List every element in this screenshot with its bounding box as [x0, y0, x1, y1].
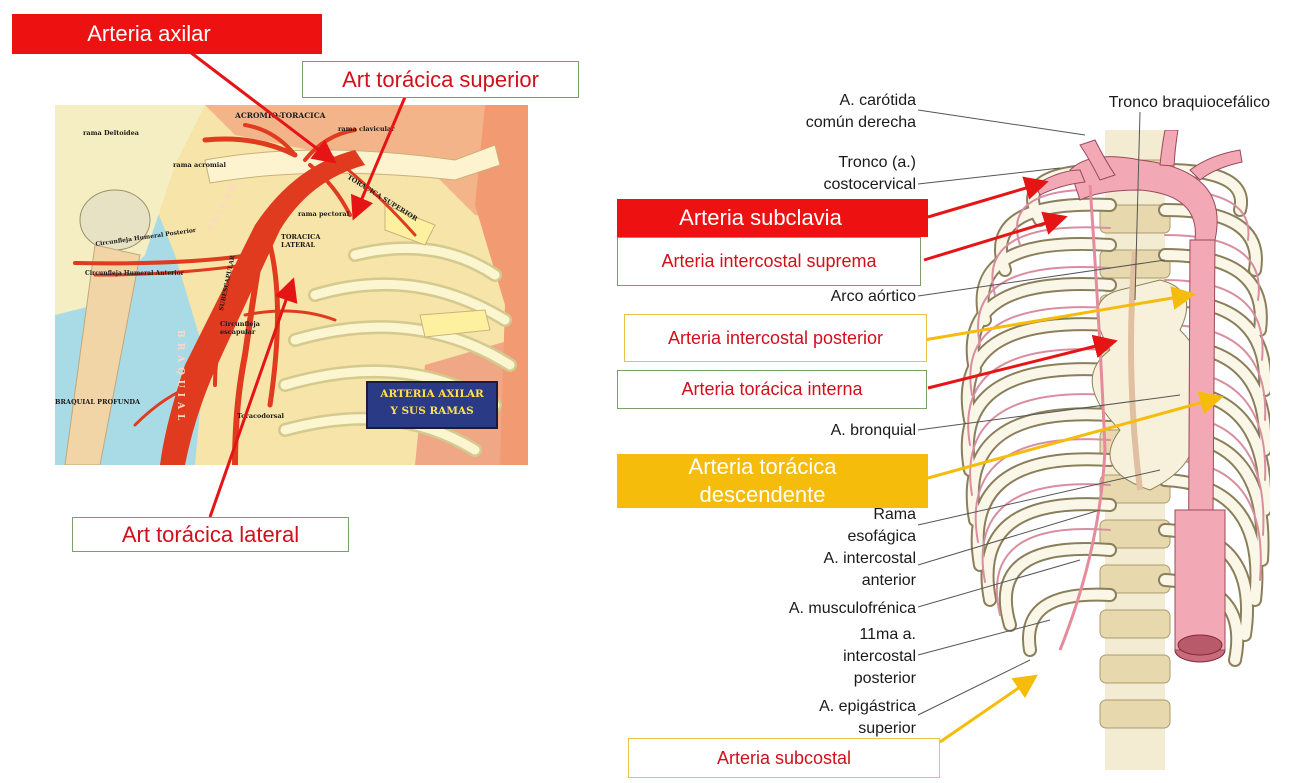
label-onceava-intercostal: 11ma a. intercostal posterior	[760, 624, 916, 690]
left-carotid	[1159, 130, 1179, 167]
label-circunfleja-escapular-1: Circunfleja	[220, 320, 260, 328]
first-rib-bone	[419, 309, 491, 338]
plate-title-box	[366, 381, 498, 429]
label-rama-esofagica: Rama esofágica	[760, 504, 917, 548]
rib-fill	[280, 243, 515, 455]
label-toracica-lateral-2: LATERAL	[281, 241, 316, 249]
label-bronquial: A. bronquial	[830, 422, 916, 439]
callout-art-toracica-lateral: Art torácica lateral	[72, 517, 349, 552]
label-tronco-costocervical: Tronco (a.) costocervical	[760, 152, 916, 196]
callout-descendente-line1: Arteria torácica	[688, 454, 837, 479]
label-epigastrica: A. epigástrica superior	[760, 696, 916, 740]
callout-arteria-axilar: Arteria axilar	[12, 14, 322, 54]
label-deltoidea: rama Deltoidea	[83, 129, 139, 137]
label-toracodorsal: Toracodorsal	[237, 412, 285, 420]
label-carotida: A. carótida común derecha	[760, 90, 916, 134]
axillary-artery	[160, 150, 365, 465]
label-pectoral: rama pectoral	[298, 210, 350, 218]
label-tronco-line1: Tronco (a.)	[838, 154, 916, 171]
plate-title-line1: ARTERIA AXILAR	[380, 388, 484, 400]
label-int-ant-line1: A. intercostal	[823, 550, 916, 567]
label-arco-aortico: Arco aórtico	[830, 288, 916, 305]
label-epig-line1: A. epigástrica	[819, 698, 916, 715]
label-braquiocefalico: Tronco braquiocefálico	[1108, 94, 1270, 111]
descending-aorta-lower	[1174, 509, 1226, 651]
label-acromio-toracica: ACROMIO-TORACICA	[235, 111, 326, 120]
callout-arteria-subcostal: Arteria subcostal	[628, 738, 940, 778]
callout-descendente-line2: descendente	[699, 482, 826, 507]
brachiocephalic-trunk	[1079, 139, 1116, 181]
callout-arteria-intercostal-suprema: Arteria intercostal suprema	[617, 237, 921, 286]
label-musculofrenica: A. musculofrénica	[788, 600, 916, 617]
label-acromial: rama acromial	[173, 161, 226, 169]
label-epig-line2: superior	[858, 720, 916, 737]
left-subclavian	[1189, 149, 1243, 181]
callout-art-toracica-superior: Art torácica superior	[302, 61, 579, 98]
plate-title: ARTERIA AXILAR Y SUS RAMAS	[369, 386, 495, 426]
label-once-line2: intercostal	[843, 648, 916, 665]
label-clavicular: rama clavicular	[338, 125, 395, 133]
axillary-artery-plate: ARTERIA AXILAR Y SUS RAMAS ACROMIO-TORAC…	[55, 105, 528, 465]
aorta-lumen	[1177, 634, 1223, 656]
label-int-ant-line2: anterior	[861, 572, 916, 589]
humerus-shaft	[64, 244, 141, 465]
label-carotida-line1: A. carótida	[839, 92, 916, 109]
label-once-line1: 11ma a.	[859, 626, 916, 643]
label-tronco-line2: costocervical	[823, 176, 916, 193]
callout-arteria-intercostal-posterior: Arteria intercostal posterior	[624, 314, 927, 362]
label-rama-line1: Rama	[873, 506, 916, 523]
thoracic-aorta-illustration	[960, 130, 1270, 770]
label-carotida-line2: común derecha	[805, 114, 916, 131]
label-braquial: BRAQUIAL	[175, 330, 185, 426]
label-circunfleja-anterior: Circunfleja Humeral Anterior	[85, 270, 184, 277]
label-circunfleja-escapular-2: escapular	[220, 328, 256, 336]
right-edge-muscle	[475, 105, 528, 465]
label-toracica-lateral-1: TORACICA	[281, 233, 321, 241]
plate-title-line2: Y SUS RAMAS	[390, 405, 474, 417]
callout-arteria-toracica-interna: Arteria torácica interna	[617, 370, 927, 409]
callout-arteria-subclavia: Arteria subclavia	[617, 199, 928, 237]
callout-arteria-toracica-descendente: Arteria torácica descendente	[617, 454, 928, 508]
label-rama-line2: esofágica	[847, 528, 917, 545]
label-intercostal-anterior: A. intercostal anterior	[760, 548, 916, 592]
label-once-line3: posterior	[853, 670, 916, 687]
label-braquial-profunda: BRAQUIAL PROFUNDA	[55, 398, 141, 406]
